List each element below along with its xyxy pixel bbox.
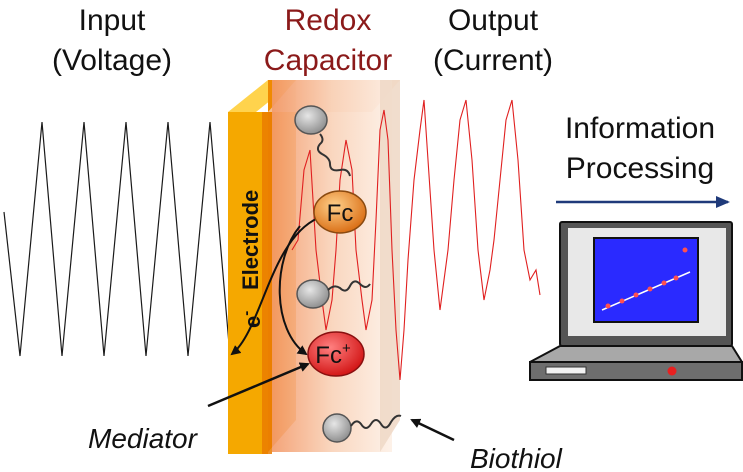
input-label-line2: (Voltage) [52, 44, 172, 77]
monitor-laptop-icon [529, 221, 743, 381]
fc-plus-label: Fc+ [315, 340, 351, 369]
oxidation-arrow [278, 225, 308, 356]
mediator-label: Mediator [88, 423, 199, 454]
biothiol-pointer [410, 418, 455, 442]
info-label-line2: Processing [566, 152, 714, 185]
redox-label-line1: Redox [285, 4, 372, 37]
thiol-molecule-icon [322, 413, 402, 443]
fc-label: Fc [327, 200, 354, 227]
biothiol-label: Biothiol [470, 443, 563, 472]
mediator-pointer [207, 362, 310, 408]
thiol-molecule-icon [296, 279, 371, 309]
fc-plus-mediator: Fc+ [307, 331, 365, 377]
electrode-front [228, 112, 268, 454]
thiol-molecule-icon [294, 105, 351, 177]
output-label-line1: Output [448, 4, 539, 37]
output-current-wave [291, 99, 541, 381]
electrode-label: Electrode [238, 190, 263, 290]
capacitor-edge [380, 80, 400, 452]
fc-mediator: Fc [313, 190, 367, 234]
input-voltage-wave [3, 121, 231, 357]
output-label-line2: (Current) [433, 44, 553, 77]
info-label-line1: Information [565, 112, 715, 145]
input-label-line1: Input [79, 4, 146, 37]
redox-label-line2: Capacitor [264, 44, 392, 77]
reduction-arrow [230, 217, 319, 356]
capacitor-layer [272, 80, 392, 452]
